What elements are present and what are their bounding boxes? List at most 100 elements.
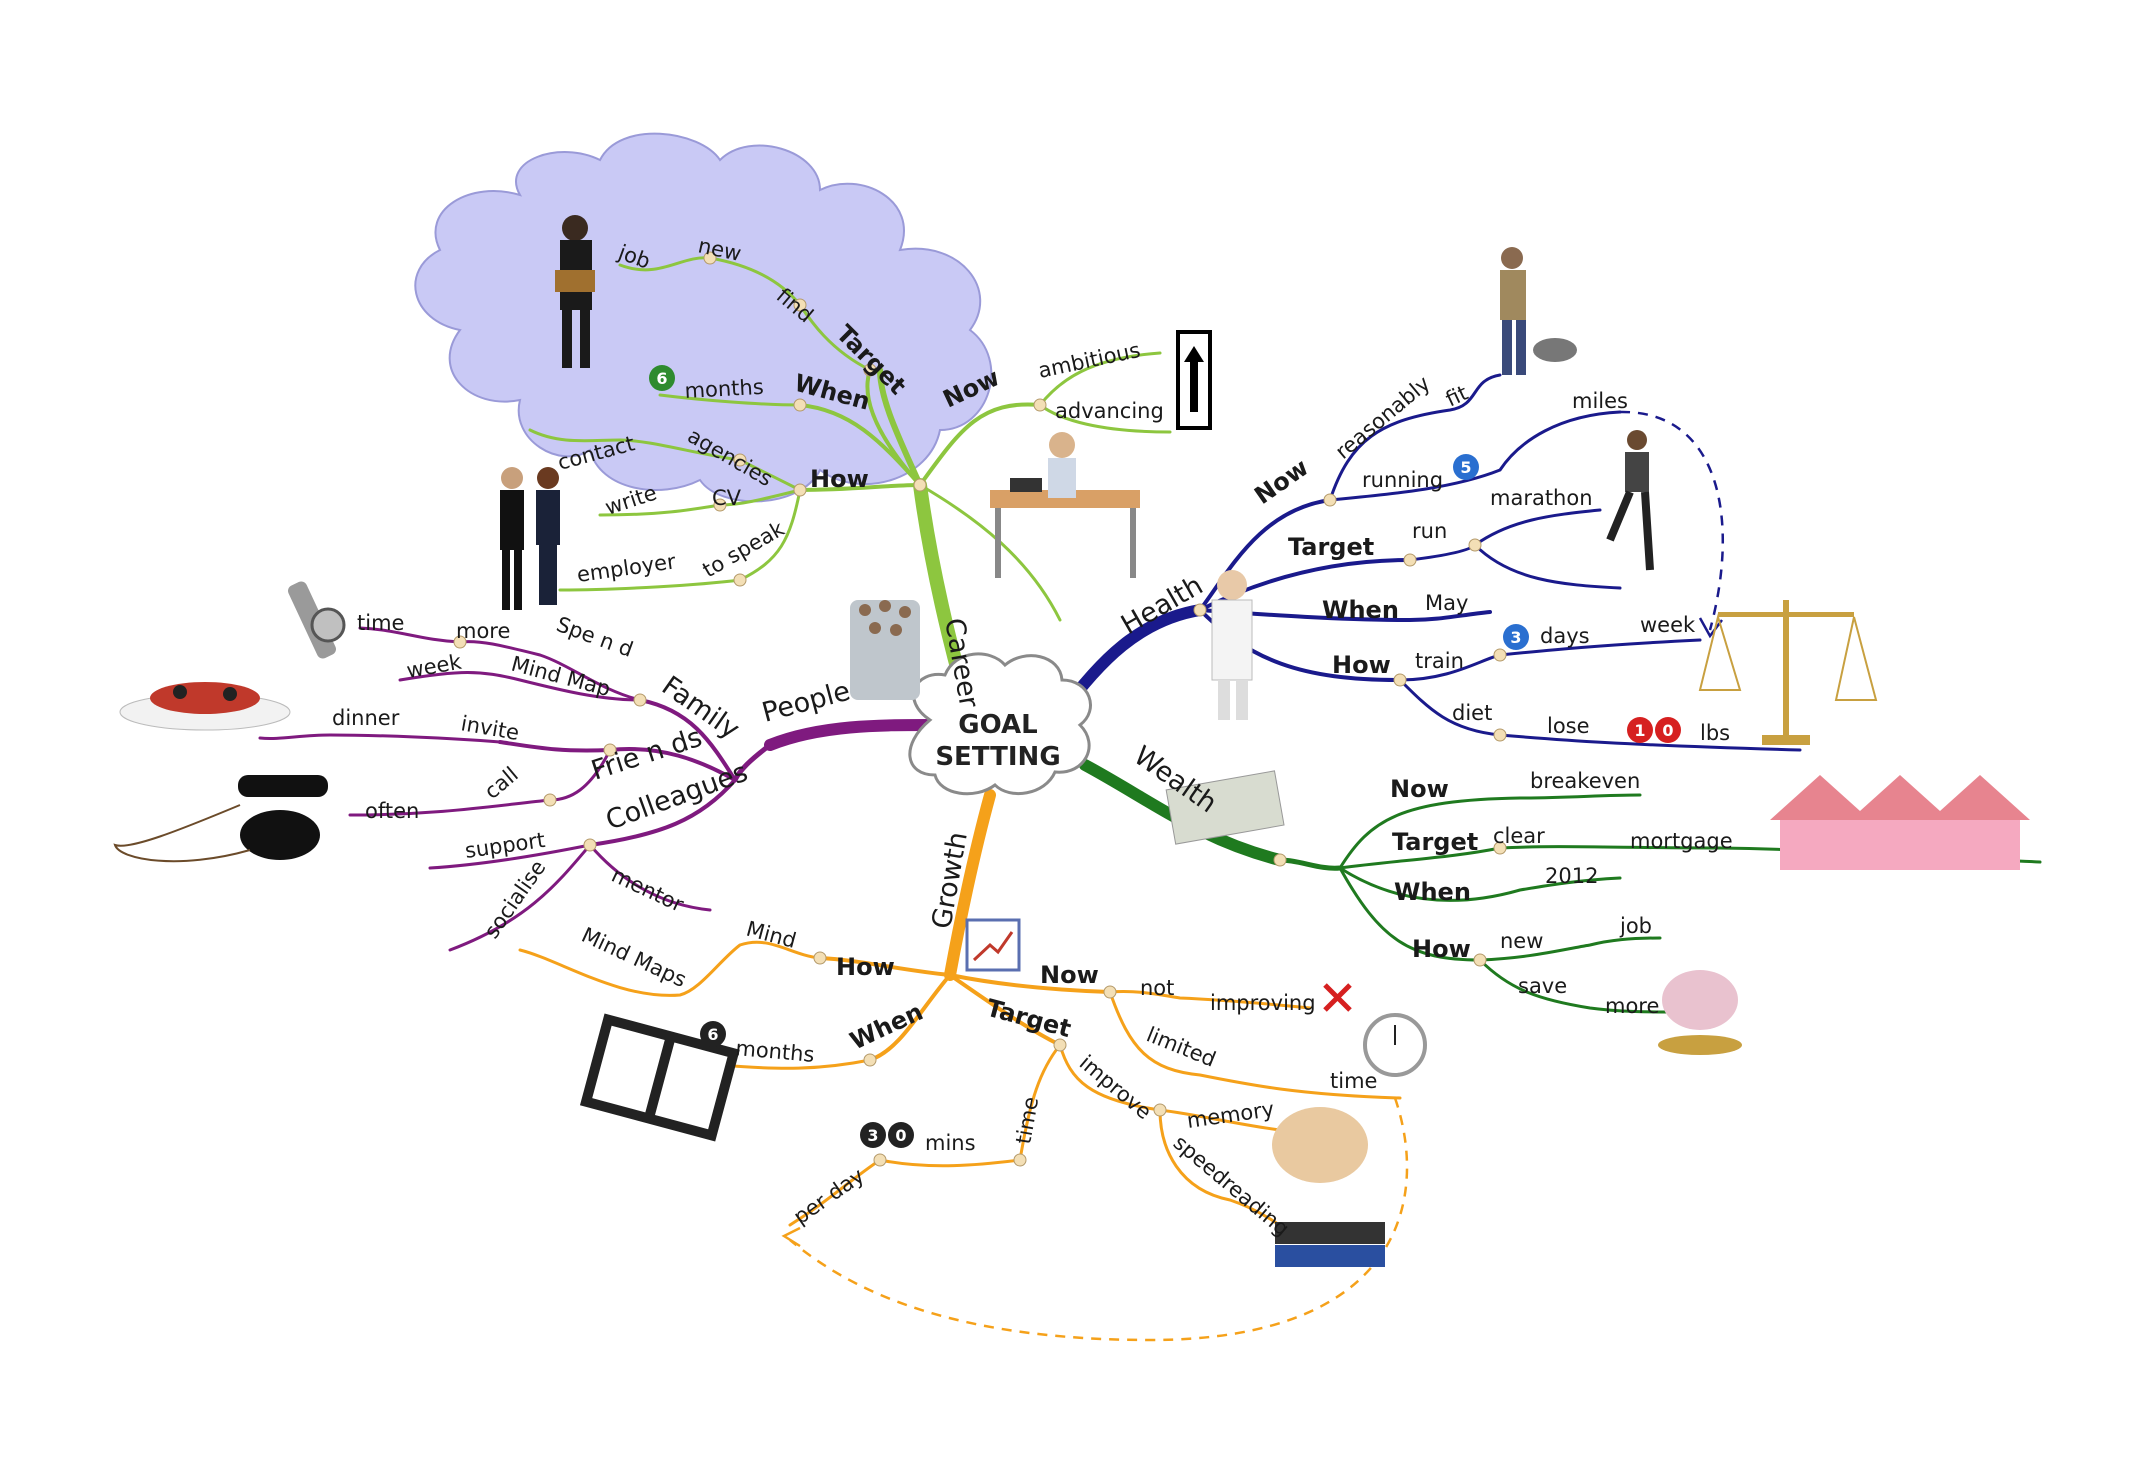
wealth-breakeven[interactable]: breakeven — [1530, 769, 1640, 793]
growth-not[interactable]: not — [1140, 976, 1174, 1000]
career-man-with-box-image — [555, 215, 595, 368]
wealth-job[interactable]: job — [1619, 914, 1652, 938]
red-x-icon — [1323, 983, 1352, 1012]
health-how[interactable]: How — [1332, 651, 1391, 679]
growth-time2[interactable]: time — [1011, 1095, 1043, 1146]
people-more[interactable]: more — [456, 619, 510, 643]
badge-growth-30: 3 0 — [860, 1122, 914, 1148]
wealth-target[interactable]: Target — [1392, 828, 1478, 856]
career-employer[interactable]: employer — [575, 549, 677, 587]
growth-how[interactable]: How — [836, 953, 895, 981]
wealth-clear[interactable]: clear — [1493, 824, 1545, 848]
money-stack-image — [1165, 770, 1285, 845]
wealth-more[interactable]: more — [1605, 994, 1659, 1018]
wealth-when[interactable]: When — [1394, 878, 1471, 906]
walking-man-with-dog-image — [1500, 247, 1577, 375]
balance-scale-image — [1698, 600, 1878, 745]
center-line1: GOAL — [958, 710, 1037, 740]
central-topic[interactable]: GOAL SETTING — [908, 652, 1092, 796]
people-title[interactable]: People — [759, 676, 854, 729]
svg-text:3: 3 — [1510, 628, 1521, 647]
wealth-save[interactable]: save — [1518, 974, 1567, 998]
people-time[interactable]: time — [357, 611, 404, 635]
growth-mind-maps[interactable]: Mind Maps — [578, 923, 690, 992]
growth-mins[interactable]: mins — [925, 1131, 976, 1155]
health-fit[interactable]: fit — [1442, 381, 1472, 412]
svg-text:5: 5 — [1460, 458, 1471, 477]
svg-text:3: 3 — [867, 1126, 878, 1145]
career-months[interactable]: months — [684, 375, 764, 403]
wealth-now[interactable]: Now — [1390, 775, 1449, 803]
health-when[interactable]: When — [1322, 596, 1399, 624]
people-support[interactable]: support — [463, 828, 546, 863]
piggy-bank-image — [1658, 970, 1742, 1055]
people-spend[interactable]: Spe n d — [553, 612, 636, 662]
health-lose[interactable]: lose — [1547, 714, 1590, 738]
wealth-year[interactable]: 2012 — [1545, 864, 1598, 888]
branch-nodes — [453, 251, 1507, 1167]
pink-houses-image — [1770, 775, 2030, 870]
health-miles[interactable]: miles — [1572, 389, 1628, 413]
people-branch — [258, 626, 936, 952]
people-dinner[interactable]: dinner — [332, 706, 400, 730]
health-week[interactable]: week — [1640, 613, 1696, 637]
growth-time[interactable]: time — [1330, 1069, 1377, 1093]
old-telephone-image — [113, 775, 328, 863]
growth-months[interactable]: months — [735, 1036, 816, 1067]
people-call[interactable]: call — [480, 762, 523, 804]
up-arrow-icon — [1176, 330, 1212, 430]
growth-mind[interactable]: Mind — [744, 917, 799, 953]
people-mentor[interactable]: mentor — [608, 863, 688, 917]
growth-chart-icon — [965, 918, 1021, 972]
office-desk-image — [990, 432, 1140, 578]
career-advancing[interactable]: advancing — [1055, 399, 1164, 423]
handshake-people-image — [500, 467, 560, 610]
health-days[interactable]: days — [1540, 624, 1590, 648]
career-to-speak[interactable]: to speak — [699, 516, 790, 582]
growth-now[interactable]: Now — [1040, 961, 1099, 989]
health-may[interactable]: May — [1425, 591, 1468, 615]
growth-target[interactable]: Target — [983, 994, 1074, 1043]
svg-text:6: 6 — [707, 1025, 718, 1044]
growth-when[interactable]: When — [846, 998, 928, 1056]
people-week[interactable]: week — [405, 650, 464, 683]
health-target[interactable]: Target — [1288, 533, 1374, 561]
diary-image — [579, 1013, 740, 1142]
career-branch — [528, 256, 1172, 737]
wealth-new[interactable]: new — [1500, 929, 1543, 953]
people-often[interactable]: often — [365, 799, 419, 823]
stopwatch-image — [1363, 1013, 1427, 1077]
svg-text:1: 1 — [1634, 721, 1645, 740]
health-now[interactable]: Now — [1249, 453, 1313, 510]
growth-per-day[interactable]: per day — [789, 1163, 868, 1229]
health-diet[interactable]: diet — [1452, 701, 1492, 725]
people-mind-map[interactable]: Mind Map — [509, 652, 613, 701]
health-running[interactable]: running — [1362, 468, 1443, 492]
crowd-of-people-image — [850, 600, 920, 700]
growth-limited[interactable]: limited — [1143, 1022, 1219, 1071]
growth-improving[interactable]: improving — [1210, 991, 1316, 1015]
running-woman-image — [1606, 430, 1654, 571]
growth-dashed-arrow — [789, 1097, 1409, 1342]
health-train[interactable]: train — [1415, 649, 1464, 673]
wealth-how[interactable]: How — [1412, 935, 1471, 963]
career-ambitious[interactable]: ambitious — [1036, 338, 1142, 383]
career-cloud — [414, 132, 993, 503]
health-run[interactable]: run — [1412, 519, 1447, 543]
health-marathon[interactable]: marathon — [1490, 486, 1593, 510]
center-line2: SETTING — [935, 742, 1060, 772]
svg-text:6: 6 — [656, 369, 667, 388]
badge-health-3: 3 — [1503, 624, 1529, 650]
career-how[interactable]: How — [810, 465, 869, 493]
badge-health-10: 1 0 — [1627, 717, 1681, 743]
brain-image — [1272, 1107, 1368, 1183]
svg-text:0: 0 — [1662, 721, 1673, 740]
wealth-mortgage[interactable]: mortgage — [1630, 829, 1733, 853]
health-reasonably[interactable]: reasonably — [1331, 371, 1435, 464]
svg-text:0: 0 — [895, 1126, 906, 1145]
career-cv[interactable]: CV — [712, 486, 742, 510]
doctor-image — [1211, 570, 1253, 720]
health-lbs[interactable]: lbs — [1700, 721, 1730, 745]
wristwatch-image — [288, 581, 346, 659]
books-image — [1275, 1222, 1385, 1267]
